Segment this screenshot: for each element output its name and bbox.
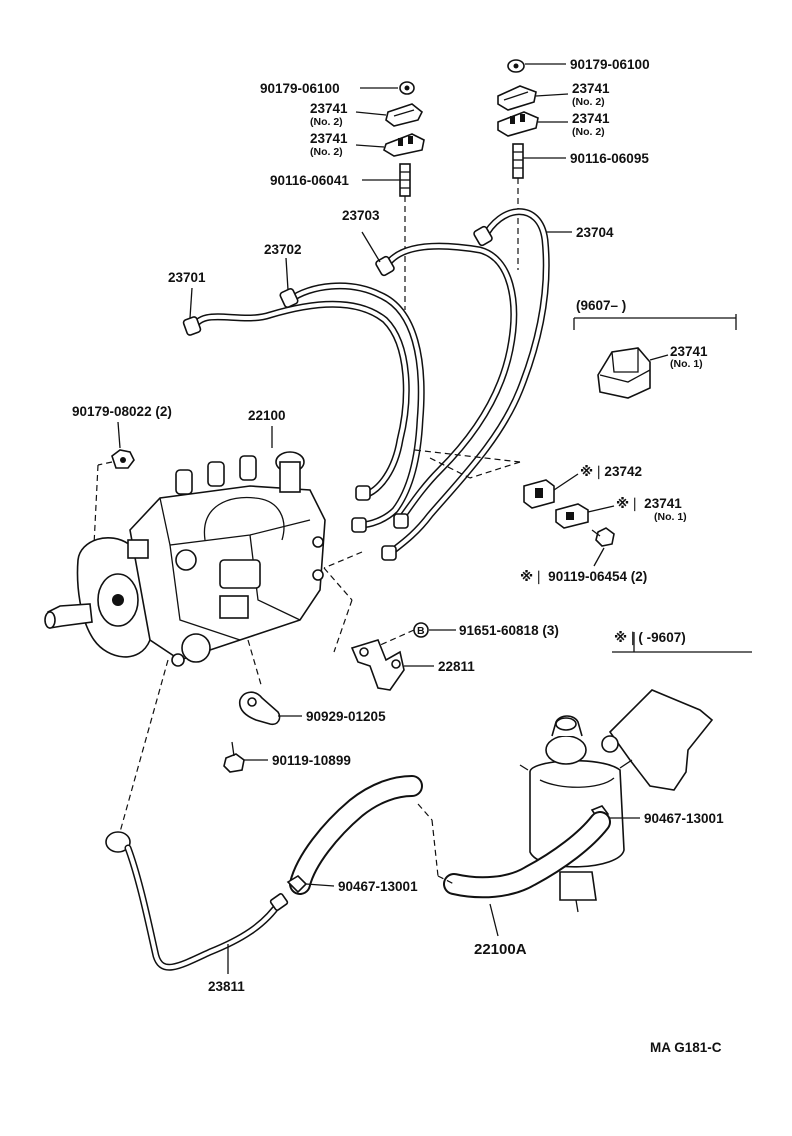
- injection-pipe-23702: [286, 282, 425, 529]
- injection-pipe-23703: [381, 242, 518, 524]
- nut-90179-06100-left: [399, 81, 415, 95]
- label-23741-right-lower: 23741: [572, 111, 610, 126]
- clamp-23742: [523, 479, 555, 509]
- fuel-filter-22100A: [519, 715, 633, 913]
- bolt-90119-06454: [591, 527, 615, 547]
- nut-90179-06100-right: [507, 59, 525, 73]
- clamp-23741-no1-new: [597, 347, 651, 399]
- clamp-23741-no1-old: [555, 503, 589, 529]
- label-23741-left-upper: 23741: [310, 101, 348, 116]
- label-90467-13001-left: 90467-13001: [338, 879, 418, 894]
- clamp-23741-no2-left-lower: [383, 133, 425, 157]
- label-23741-no1-new: 23741: [670, 344, 708, 359]
- pipe-fittings: [182, 225, 493, 561]
- label-9607-range: (9607– ): [576, 298, 626, 313]
- label-23741-left-lower: 23741: [310, 131, 348, 146]
- label-23741-right-upper-sub: (No. 2): [572, 96, 605, 108]
- stud-90116-06041: [399, 163, 411, 197]
- label-23741-no1-old-sub: (No. 1): [654, 511, 687, 523]
- label-90467-13001-right: 90467-13001: [644, 811, 724, 826]
- label-range-note: ※❘( -9607): [614, 630, 686, 646]
- label-23741-no1-old: ※❘ 23741: [616, 496, 682, 512]
- fuel-hose: [289, 775, 611, 899]
- label-23741-left-upper-sub: (No. 2): [310, 116, 343, 128]
- label-23703: 23703: [342, 208, 380, 223]
- label-23701: 23701: [168, 270, 206, 285]
- stud-90116-06095: [512, 143, 524, 179]
- diagram-code: MA G181-C: [650, 1040, 722, 1055]
- label-23741-right-lower-sub: (No. 2): [572, 126, 605, 138]
- label-90119-06454: ※❘ 90119-06454 (2): [520, 569, 647, 585]
- label-90116-06095: 90116-06095: [570, 151, 649, 166]
- label-22811: 22811: [438, 659, 475, 674]
- label-22100A: 22100A: [474, 941, 527, 958]
- label-22100: 22100: [248, 408, 286, 423]
- label-23704: 23704: [576, 225, 614, 240]
- label-bolt-mark: B: [417, 625, 425, 637]
- label-23741-left-lower-sub: (No. 2): [310, 146, 343, 158]
- injection-pipe-23704: [386, 208, 550, 557]
- bracket-22811: [350, 639, 405, 691]
- label-90119-10899: 90119-10899: [272, 753, 351, 768]
- label-91651-60818: 91651-60818 (3): [459, 623, 559, 638]
- clamp-23741-no2-right-upper: [497, 85, 537, 111]
- label-90929-01205: 90929-01205: [306, 709, 386, 724]
- label-23741-right-upper: 23741: [572, 81, 610, 96]
- bolt-90119-10899: [223, 741, 245, 773]
- label-90116-06041: 90116-06041: [270, 173, 349, 188]
- bracket-90929-01205: [238, 691, 281, 726]
- label-90179-06100-left: 90179-06100: [260, 81, 340, 96]
- label-23742: ※❘23742: [580, 464, 642, 480]
- label-90179-06100-right: 90179-06100: [570, 57, 650, 72]
- nut-90179-08022: [111, 449, 135, 469]
- injection-pipe-23701: [189, 300, 410, 499]
- label-23702: 23702: [264, 242, 302, 257]
- filter-bracket-plate: [608, 689, 714, 791]
- injection-pump-22100: [44, 451, 326, 667]
- fuel-pipe-23811: [105, 831, 289, 971]
- label-23811: 23811: [208, 979, 245, 994]
- clamp-23741-no2-left-upper: [385, 103, 424, 127]
- label-90179-08022: 90179-08022 (2): [72, 404, 172, 419]
- label-23741-no1-new-sub: (No. 1): [670, 358, 703, 370]
- clamp-23741-no2-right-lower: [497, 111, 539, 137]
